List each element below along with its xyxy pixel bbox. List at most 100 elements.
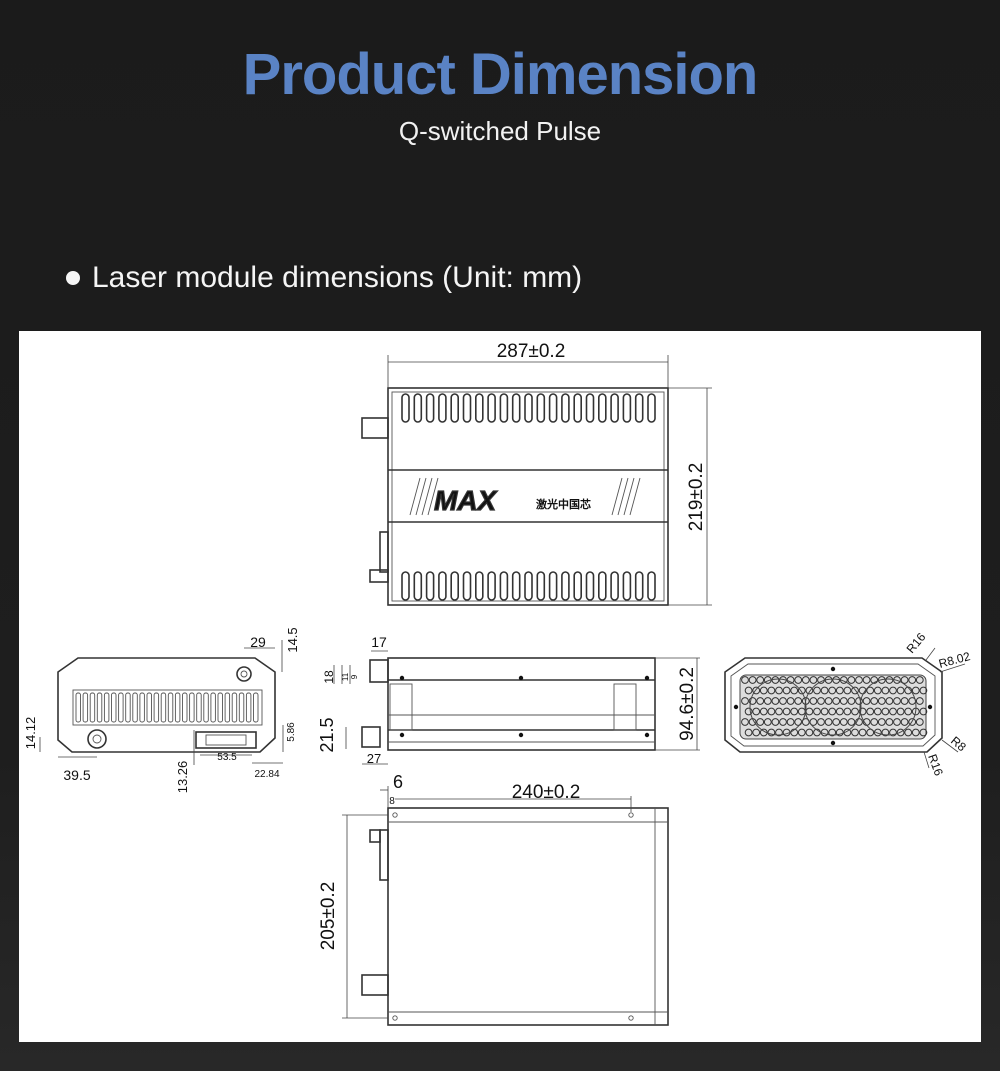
grille-hole	[881, 707, 890, 716]
grille-hole	[919, 686, 928, 695]
heatsink-fin	[487, 393, 496, 423]
heatsink-fin	[597, 571, 607, 601]
heatsink-fin	[634, 393, 644, 423]
heatsink-fin	[573, 393, 583, 423]
dim-17: 17	[371, 634, 387, 650]
grille-hole	[862, 676, 871, 684]
grille-hole	[889, 686, 897, 695]
grille-hole	[885, 718, 894, 726]
vent-slot	[182, 692, 188, 723]
grille-hole	[741, 676, 749, 684]
grille-hole	[893, 718, 901, 726]
grille-hole	[839, 697, 848, 705]
dim-53-5: 53.5	[217, 752, 237, 763]
grille-hole	[904, 728, 913, 737]
page-subtitle: Q-switched Pulse	[398, 116, 602, 146]
vent-slot	[146, 692, 152, 723]
vent-slot	[125, 692, 131, 723]
heatsink-fin	[548, 393, 558, 423]
vent-slot	[253, 692, 259, 723]
grille-hole	[839, 718, 848, 726]
grille-hole	[911, 728, 920, 737]
grille-hole	[832, 697, 841, 705]
grille-hole	[877, 718, 886, 726]
grille-hole	[851, 728, 859, 737]
heatsink-fin	[474, 393, 484, 423]
grille-hole	[790, 728, 799, 737]
grille-hole	[915, 676, 924, 684]
heatsink-fin	[511, 393, 521, 423]
grille-hole	[908, 676, 917, 684]
section-heading-text: Laser module dimensions (Unit: mm)	[92, 261, 583, 294]
grille-hole	[813, 686, 821, 695]
grille-hole	[824, 697, 833, 705]
heatsink-fin	[401, 571, 410, 601]
grille-hole	[801, 676, 810, 684]
heatsink-fin	[450, 393, 460, 423]
grille-hole	[858, 707, 867, 716]
grille-hole	[919, 728, 928, 737]
vent-slot	[238, 692, 245, 723]
grille-hole	[851, 707, 859, 716]
grille-hole	[775, 728, 783, 737]
grille-hole	[805, 728, 814, 737]
logo-brand: MAX	[434, 485, 499, 516]
grille-hole	[832, 718, 841, 726]
grille-hole	[744, 707, 753, 716]
vent-slot	[139, 692, 145, 723]
dim-18: 18	[322, 670, 336, 684]
heatsink-fin	[401, 393, 410, 423]
grille-hole	[919, 707, 928, 716]
grille-hole	[915, 697, 924, 705]
grille-hole	[771, 697, 780, 705]
grille-hole	[790, 707, 799, 716]
dim-11: 11	[341, 672, 350, 681]
grille-hole	[752, 707, 761, 716]
end-view: R16 R8.02 R8 R16	[724, 630, 972, 778]
grille-hole	[885, 697, 894, 705]
grille-hole	[782, 707, 791, 716]
dim-5-86: 5.86	[286, 722, 297, 742]
grille-hole	[767, 728, 776, 737]
grille-hole	[851, 686, 859, 695]
heatsink-fin	[585, 393, 595, 423]
grille-hole	[873, 707, 882, 716]
grille-hole	[885, 676, 894, 684]
grille-hole	[896, 686, 905, 695]
dim-21-5: 21.5	[317, 717, 337, 752]
dim-22-84: 22.84	[254, 769, 279, 780]
grille-hole	[870, 718, 879, 726]
vent-slot	[189, 692, 195, 723]
grille-hole	[752, 728, 761, 737]
grille-hole	[866, 686, 875, 695]
vent-slot	[196, 692, 202, 723]
vent-slot	[210, 692, 216, 723]
grille-hole	[763, 718, 772, 726]
heatsink-fin	[524, 393, 533, 423]
heatsink-fin	[585, 571, 595, 601]
grille-hole	[805, 686, 814, 695]
grille-hole	[877, 676, 886, 684]
grille-hole	[858, 728, 867, 737]
heatsink-fin	[536, 571, 546, 601]
grille-hole	[904, 707, 913, 716]
grille-hole	[756, 718, 765, 726]
grille-hole	[900, 676, 909, 684]
grille-hole	[824, 718, 833, 726]
vent-slot	[245, 692, 252, 723]
dim-6: 6	[393, 772, 403, 792]
heatsink-fin	[634, 571, 644, 601]
grille-hole	[775, 686, 783, 695]
heatsink-fin	[425, 571, 435, 601]
vent-slot	[118, 692, 124, 723]
grille-hole	[786, 697, 795, 705]
dim-depth-top: 219±0.2	[686, 463, 707, 532]
top-view: MAX 激光中国芯 287±0.2 219±0.2	[361, 341, 712, 606]
grille-hole	[835, 707, 844, 716]
grille-hole	[847, 697, 856, 705]
grille-hole	[771, 718, 780, 726]
heatsink-fin	[573, 571, 583, 601]
grille-hole	[763, 697, 772, 705]
heatsink-fin	[438, 571, 447, 601]
